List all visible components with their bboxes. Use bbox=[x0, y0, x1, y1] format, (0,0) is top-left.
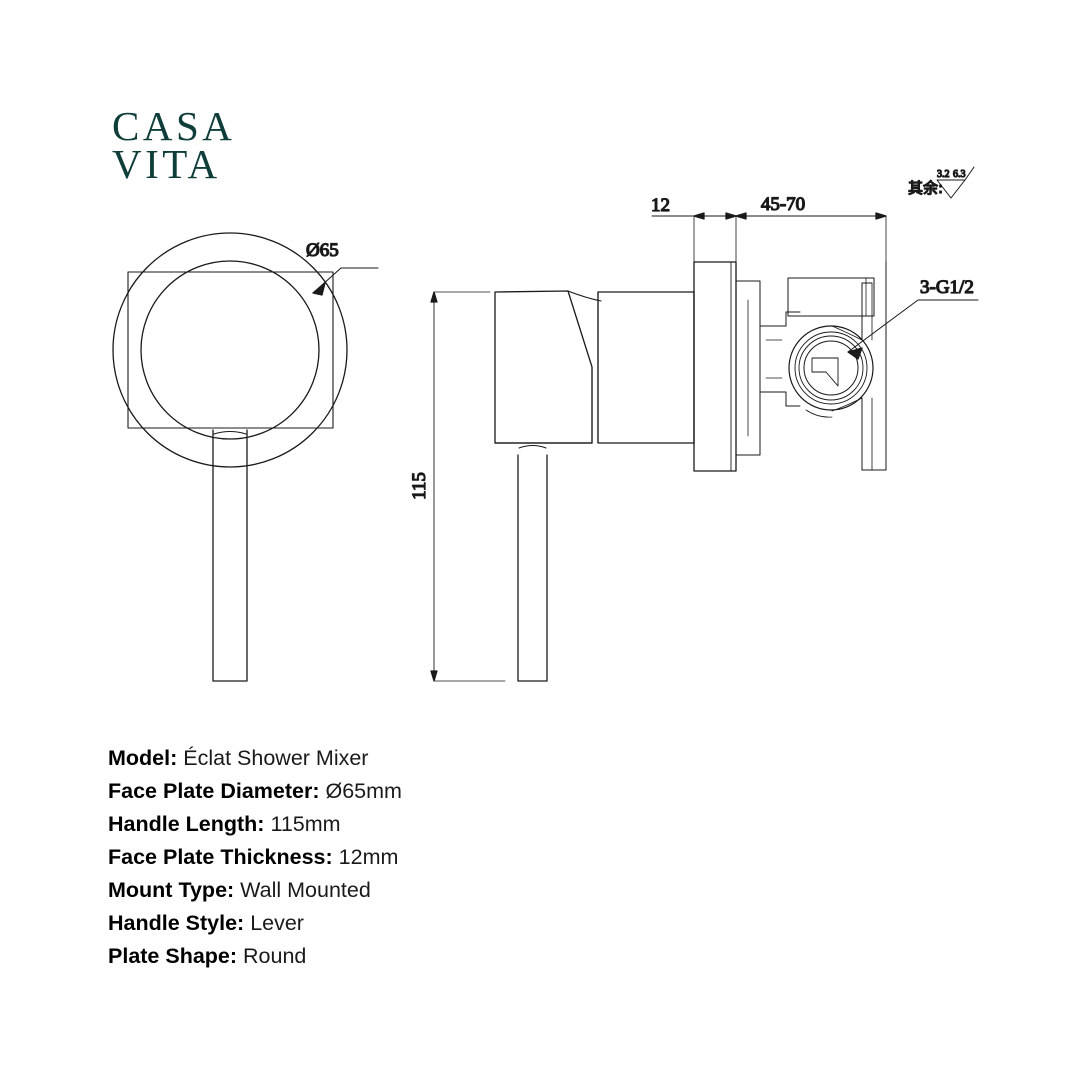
spec-label-mount-type: Mount Type: bbox=[108, 878, 235, 902]
side-view-right-flange-cap bbox=[861, 282, 887, 471]
specification-list: Model: Éclat Shower Mixer Face Plate Dia… bbox=[108, 742, 668, 973]
spec-value-face-plate-diameter: Ø65mm bbox=[325, 779, 402, 803]
side-view-flange-blend-bottom bbox=[831, 397, 863, 412]
side-view-port-ring-1 bbox=[794, 331, 868, 405]
spec-value-model: Éclat Shower Mixer bbox=[183, 746, 369, 770]
spec-value-plate-shape: Round bbox=[243, 944, 307, 968]
surface-finish-triangle-icon bbox=[936, 179, 966, 199]
surface-finish-note: 其余: 3.2 6.3 bbox=[907, 166, 975, 199]
diameter-label: Ø65 bbox=[306, 240, 339, 261]
spec-row-face-plate-diameter: Face Plate Diameter: Ø65mm bbox=[108, 775, 668, 808]
side-view-port-lower-lip bbox=[805, 409, 833, 418]
depth-label: 45-70 bbox=[761, 194, 805, 215]
brand-logo-line-2: VITA bbox=[112, 140, 221, 187]
spec-label-face-plate-thickness: Face Plate Thickness: bbox=[108, 845, 333, 869]
spec-value-handle-length: 115mm bbox=[270, 812, 341, 836]
front-view-outer-circle bbox=[112, 232, 348, 468]
handle-length-arrow-top bbox=[430, 291, 438, 303]
surface-finish-value-left: 3.2 bbox=[937, 169, 950, 180]
depth-arrow-right bbox=[875, 212, 887, 220]
front-view bbox=[112, 232, 348, 682]
thread-callout-arrow bbox=[847, 347, 863, 360]
spec-row-handle-length: Handle Length: 115mm bbox=[108, 808, 668, 841]
surface-finish-prefix: 其余: bbox=[908, 179, 943, 197]
side-view-handle-lip bbox=[567, 290, 602, 302]
brand-logo: CASA VITA bbox=[112, 103, 236, 187]
depth-arrow-left bbox=[735, 212, 747, 220]
thread-callout-label: 3-G1/2 bbox=[920, 277, 974, 298]
diameter-dimension: Ø65 bbox=[305, 239, 379, 296]
side-view-port-ring-2 bbox=[798, 335, 864, 401]
spec-label-handle-style: Handle Style: bbox=[108, 911, 245, 935]
spec-row-face-plate-thickness: Face Plate Thickness: 12mm bbox=[108, 841, 668, 874]
side-view-port-internal-detail bbox=[811, 357, 839, 387]
side-view-upper-boss bbox=[787, 277, 875, 317]
depth-dimension: 45-70 bbox=[735, 193, 887, 263]
spec-row-plate-shape: Plate Shape: Round bbox=[108, 940, 668, 973]
front-view-handle-cap bbox=[213, 430, 247, 435]
spec-row-mount-type: Mount Type: Wall Mounted bbox=[108, 874, 668, 907]
side-view bbox=[494, 261, 887, 682]
handle-length-dimension: 115 bbox=[408, 291, 506, 682]
brand-logo-line-1: CASA bbox=[112, 103, 236, 149]
thickness-label: 12 bbox=[651, 195, 670, 216]
spec-row-model: Model: Éclat Shower Mixer bbox=[108, 742, 668, 775]
spec-value-handle-style: Lever bbox=[250, 911, 304, 935]
side-view-handle-stem-cap bbox=[518, 444, 547, 449]
spec-label-model: Model: bbox=[108, 746, 178, 770]
thickness-arrow-right bbox=[725, 212, 737, 220]
thread-callout: 3-G1/2 bbox=[847, 276, 979, 360]
side-view-handle-stem bbox=[517, 454, 548, 682]
side-view-face-plate bbox=[693, 261, 737, 472]
side-view-valve-shoulder bbox=[735, 280, 761, 456]
side-view-spindle-bottom bbox=[759, 391, 801, 407]
thickness-extension-lines bbox=[693, 215, 737, 263]
side-view-handle-block bbox=[494, 290, 593, 444]
side-view-spindle-detail bbox=[765, 339, 783, 379]
thread-callout-leader bbox=[847, 299, 979, 353]
spec-value-face-plate-thickness: 12mm bbox=[338, 845, 399, 869]
front-view-back-plate bbox=[127, 271, 334, 429]
thickness-dimension: 12 bbox=[650, 194, 737, 263]
side-view-flange-blend-top bbox=[831, 325, 863, 341]
side-view-barrel bbox=[597, 291, 695, 444]
spec-value-mount-type: Wall Mounted bbox=[240, 878, 371, 902]
front-view-handle-stem bbox=[212, 429, 248, 682]
spec-row-handle-style: Handle Style: Lever bbox=[108, 907, 668, 940]
side-view-right-flange bbox=[861, 261, 887, 471]
thickness-arrow-left bbox=[693, 212, 705, 220]
diameter-leader-arrow bbox=[312, 282, 326, 296]
front-view-inner-circle bbox=[140, 260, 320, 440]
side-view-port-bore bbox=[803, 340, 859, 396]
surface-finish-value-right: 6.3 bbox=[953, 169, 966, 180]
spec-label-handle-length: Handle Length: bbox=[108, 812, 265, 836]
spec-label-plate-shape: Plate Shape: bbox=[108, 944, 238, 968]
handle-length-arrow-bottom bbox=[430, 670, 438, 682]
handle-length-extension-lines bbox=[433, 291, 506, 682]
side-view-spindle-top bbox=[759, 311, 801, 327]
side-view-port-outer-circle bbox=[788, 325, 874, 411]
spec-label-face-plate-diameter: Face Plate Diameter: bbox=[108, 779, 320, 803]
handle-length-label: 115 bbox=[409, 472, 430, 500]
surface-finish-tail bbox=[964, 166, 975, 181]
